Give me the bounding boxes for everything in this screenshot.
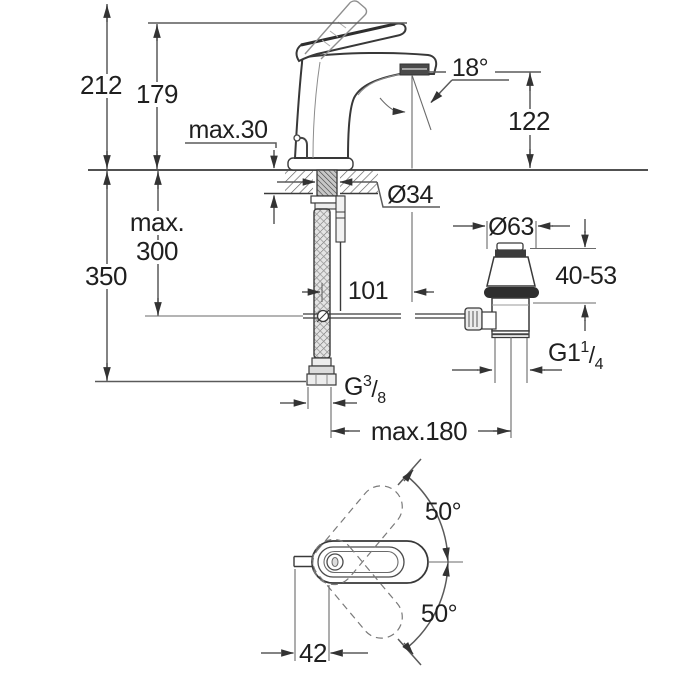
dim-outlet-height: 122 <box>507 72 552 168</box>
handle-swung-down <box>312 538 403 639</box>
dim-waste-range: 40-53 <box>530 219 617 331</box>
lever-handle <box>295 22 407 63</box>
dim-label-g38: G3/8 <box>344 373 386 407</box>
dim-label-122: 122 <box>508 106 550 136</box>
waste-plug-cap <box>496 242 524 251</box>
dim-label-40-53: 40-53 <box>555 262 616 290</box>
popup-rod-linkage <box>303 195 466 323</box>
dim-label-50down: 50° <box>421 600 457 628</box>
stream-angle-graphic <box>379 74 432 302</box>
dim-swing-angles: 50° 50° <box>397 458 463 666</box>
popup-waste-assembly <box>464 242 539 339</box>
faucet-spout-body <box>293 51 438 159</box>
dim-label-d63: Ø63 <box>488 213 534 241</box>
dim-lever-height: 212 <box>80 4 122 169</box>
dim-label-101: 101 <box>348 277 388 305</box>
dim-label-212: 212 <box>80 70 122 100</box>
dim-label-300: 300 <box>136 236 178 266</box>
dim-supply-thread: G3/8 <box>280 373 387 438</box>
dim-waste-thread: G11/4 <box>452 338 604 383</box>
faucet-body <box>287 0 438 171</box>
top-view: 50° 50° 42 <box>261 458 463 668</box>
stream-line <box>411 74 432 131</box>
dim-supply-length: 350 <box>84 171 306 383</box>
dim-rod-reach: max.180 <box>331 337 512 446</box>
dim-label-d34: Ø34 <box>387 181 433 209</box>
dim-waste-diameter: Ø63 <box>453 213 570 249</box>
dimensions-side-view: 212 179 max.30 18° <box>80 4 617 446</box>
dim-label-50up: 50° <box>425 498 461 526</box>
dim-deck-thickness: max.30 <box>185 116 278 224</box>
dim-label-max: max. <box>130 207 184 237</box>
dim-handle-offset: 42 <box>261 569 368 668</box>
waste-flange <box>486 256 536 287</box>
dim-spout-reach: 101 <box>302 277 434 305</box>
threaded-shank <box>316 169 338 197</box>
dim-spout-height: 179 <box>136 22 407 169</box>
dim-hole-diameter: Ø34 <box>277 178 440 209</box>
hose-end-fitting <box>306 357 337 386</box>
popup-pull-rod <box>293 134 308 158</box>
side-view <box>88 0 648 386</box>
dim-label-max180: max.180 <box>371 416 467 446</box>
dim-hose-clearance: max. 300 <box>130 171 303 317</box>
waste-seal-ring <box>484 287 539 298</box>
dim-label-18deg: 18° <box>452 54 488 82</box>
dim-stream-angle: 18° <box>428 54 541 104</box>
dim-label-max30: max.30 <box>189 116 268 144</box>
dim-label-42: 42 <box>299 638 327 668</box>
handle-top-view <box>293 485 429 639</box>
faucet-base <box>287 157 354 171</box>
handle-swung-up <box>312 485 403 586</box>
waste-body <box>491 297 530 332</box>
dim-label-g114: G11/4 <box>548 339 604 373</box>
dim-label-350: 350 <box>85 261 127 291</box>
dim-label-179: 179 <box>136 79 178 109</box>
